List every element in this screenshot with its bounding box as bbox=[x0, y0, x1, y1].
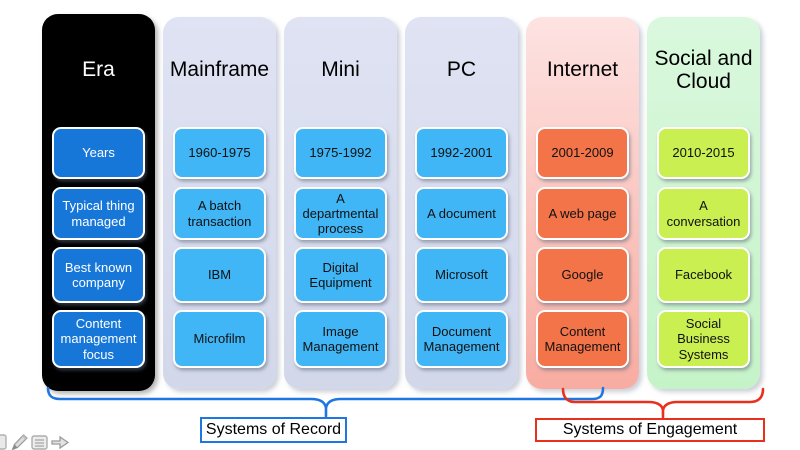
image-icon[interactable] bbox=[0, 433, 8, 450]
cell-mini-years: 1975-1992 bbox=[294, 127, 387, 179]
cell-pc-company: Microsoft bbox=[415, 247, 508, 303]
column-social-cloud: Social and Cloud 2010-2015 A conversatio… bbox=[647, 17, 760, 389]
cell-mini-company: Digital Equipment bbox=[294, 247, 387, 303]
row-label-typical-thing: Typical thing managed bbox=[52, 187, 145, 240]
column-internet-header: Internet bbox=[546, 58, 619, 82]
cell-social-focus: Social Business Systems bbox=[657, 310, 750, 368]
cell-mainframe-focus: Microfilm bbox=[173, 310, 266, 368]
column-era-header: Era bbox=[82, 58, 115, 82]
pencil-icon[interactable] bbox=[11, 433, 28, 450]
row-label-best-known-company: Best known company bbox=[52, 247, 145, 303]
cell-mainframe-company: IBM bbox=[173, 247, 266, 303]
notes-icon[interactable] bbox=[31, 433, 48, 450]
cell-pc-thing: A document bbox=[415, 187, 508, 240]
cell-mini-thing: A departmental process bbox=[294, 187, 387, 240]
cell-mainframe-years: 1960-1975 bbox=[173, 127, 266, 179]
systems-of-engagement-brace bbox=[561, 387, 765, 419]
systems-of-record-label: Systems of Record bbox=[200, 417, 347, 443]
cell-internet-focus: Content Management bbox=[536, 310, 629, 368]
cell-internet-thing: A web page bbox=[536, 187, 629, 240]
column-internet: Internet 2001-2009 A web page Google Con… bbox=[526, 17, 639, 389]
cell-mainframe-thing: A batch transaction bbox=[173, 187, 266, 240]
cell-social-thing: A conversation bbox=[657, 187, 750, 240]
forward-arrow-icon[interactable] bbox=[51, 433, 70, 450]
row-label-years: Years bbox=[52, 127, 145, 179]
column-mini: Mini 1975-1992 A departmental process Di… bbox=[284, 17, 397, 389]
annotation-toolbar bbox=[0, 433, 70, 450]
column-mini-header: Mini bbox=[321, 58, 360, 82]
row-label-content-focus: Content management focus bbox=[52, 310, 145, 368]
cell-social-years: 2010-2015 bbox=[657, 127, 750, 179]
column-social-cloud-header: Social and Cloud bbox=[654, 46, 753, 93]
cell-internet-company: Google bbox=[536, 247, 629, 303]
column-pc: PC 1992-2001 A document Microsoft Docume… bbox=[405, 17, 518, 389]
systems-of-engagement-label: Systems of Engagement bbox=[535, 418, 765, 442]
column-pc-header: PC bbox=[446, 58, 477, 82]
cell-mini-focus: Image Management bbox=[294, 310, 387, 368]
cell-internet-years: 2001-2009 bbox=[536, 127, 629, 179]
column-mainframe-header: Mainframe bbox=[169, 58, 270, 82]
cell-pc-focus: Document Management bbox=[415, 310, 508, 368]
systems-of-record-brace bbox=[46, 386, 605, 418]
cell-social-company: Facebook bbox=[657, 247, 750, 303]
column-era: Era Years Typical thing managed Best kno… bbox=[42, 14, 155, 391]
column-mainframe: Mainframe 1960-1975 A batch transaction … bbox=[163, 17, 276, 389]
cell-pc-years: 1992-2001 bbox=[415, 127, 508, 179]
